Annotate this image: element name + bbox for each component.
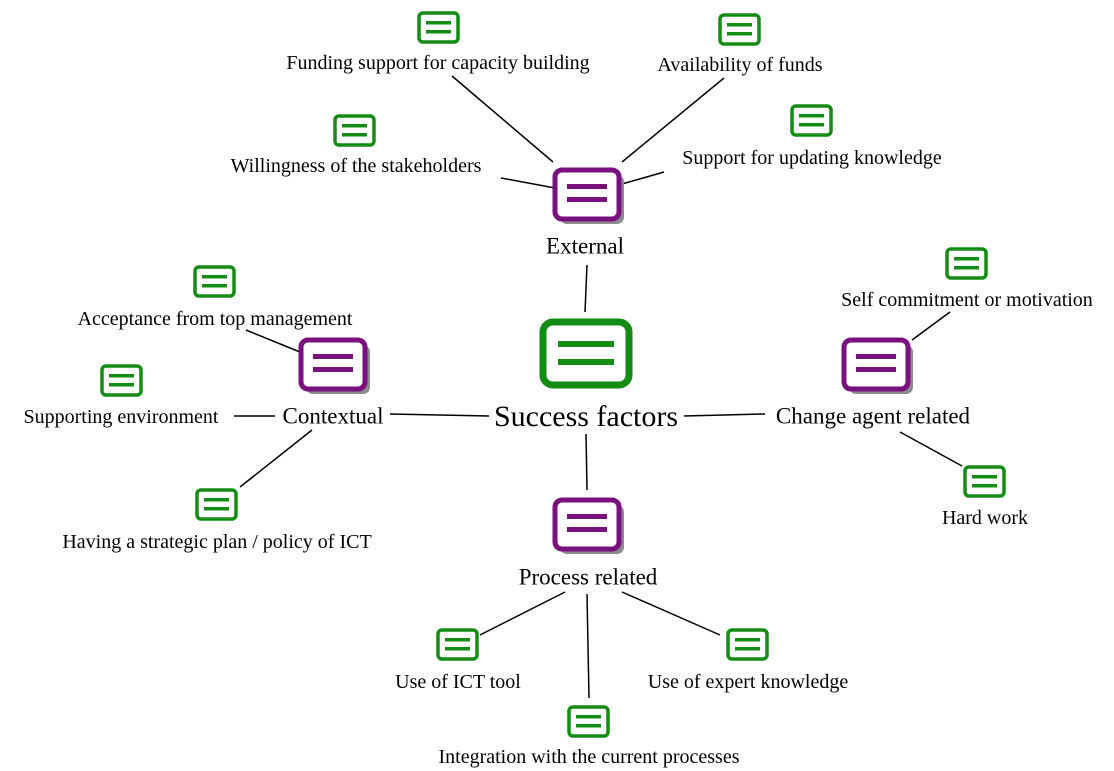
category-label-process[interactable]: Process related [518,564,658,590]
category-node-icon-change-agent[interactable] [841,337,913,394]
category-node-icon-process[interactable] [552,497,624,554]
connector-change-hardwork [899,431,963,467]
leaf-node-icon-funding[interactable] [417,11,460,44]
leaf-node-icon-acceptance[interactable] [193,265,236,298]
connector-external-availability [621,77,725,163]
leaf-label-support[interactable]: Support for updating knowledge [682,147,942,169]
root-node-label[interactable]: Success factors [493,400,679,433]
category-node-icon-external[interactable] [552,167,624,224]
leaf-label-environment[interactable]: Supporting environment [23,406,219,428]
leaf-label-expert[interactable]: Use of expert knowledge [647,671,849,693]
connector-root-contextual [389,413,490,417]
leaf-label-integration[interactable]: Integration with the current processes [438,746,740,768]
connector-process-integration [586,593,590,699]
leaf-label-acceptance[interactable]: Acceptance from top management [77,308,353,330]
category-label-contextual[interactable]: Contextual [282,403,384,429]
leaf-label-funding[interactable]: Funding support for capacity building [286,52,590,74]
connector-process-ict [479,591,566,636]
category-node-icon-contextual[interactable] [298,337,370,394]
leaf-node-icon-ict[interactable] [436,628,479,661]
leaf-label-willingness[interactable]: Willingness of the stakeholders [230,155,482,177]
leaf-label-hardwork[interactable]: Hard work [941,507,1029,529]
category-label-external[interactable]: External [546,233,624,259]
leaf-node-icon-hardwork[interactable] [963,465,1006,498]
connector-root-change-agent [683,413,766,417]
connector-root-process [585,433,588,491]
leaf-label-motivation[interactable]: Self commitment or motivation [841,289,1093,311]
category-label-change-agent[interactable]: Change agent related [775,403,971,429]
leaf-label-strategic[interactable]: Having a strategic plan / policy of ICT [62,531,372,553]
connector-process-expert [621,591,721,636]
leaf-node-icon-strategic[interactable] [195,488,238,521]
connector-external-willingness [500,177,556,189]
connector-external-funding [451,75,554,163]
leaf-node-icon-expert[interactable] [726,628,769,661]
connector-change-motivation [911,311,951,341]
connector-external-support [621,171,665,185]
connector-contextual-strategic [239,429,313,488]
leaf-node-icon-motivation[interactable] [945,247,988,280]
root-node-icon[interactable] [539,318,633,389]
connector-contextual-acceptance [245,329,301,353]
leaf-node-icon-support[interactable] [790,104,833,137]
leaf-node-icon-willingness[interactable] [333,114,376,147]
leaf-label-availability[interactable]: Availability of funds [657,54,823,76]
leaf-node-icon-integration[interactable] [567,705,610,738]
connector-root-external [584,264,588,313]
leaf-label-ict[interactable]: Use of ICT tool [395,671,521,693]
leaf-node-icon-environment[interactable] [100,364,143,397]
leaf-node-icon-availability[interactable] [718,13,761,46]
